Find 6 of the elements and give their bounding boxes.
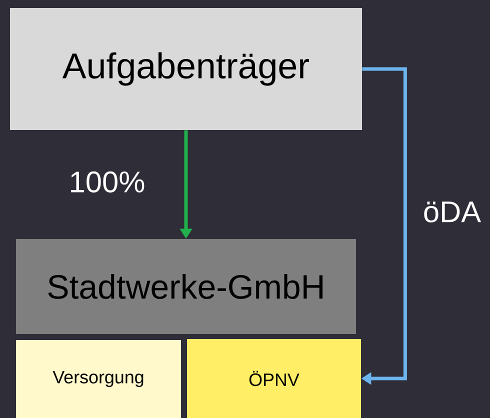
division-box: ÖPNV <box>187 339 361 418</box>
authority-box: Aufgabenträger <box>10 8 362 130</box>
edge-label: öDA <box>424 202 481 222</box>
company-box: Stadtwerke-GmbH <box>16 239 356 334</box>
edge-label: 100% <box>71 171 144 193</box>
division-box: Versorgung <box>16 340 181 418</box>
